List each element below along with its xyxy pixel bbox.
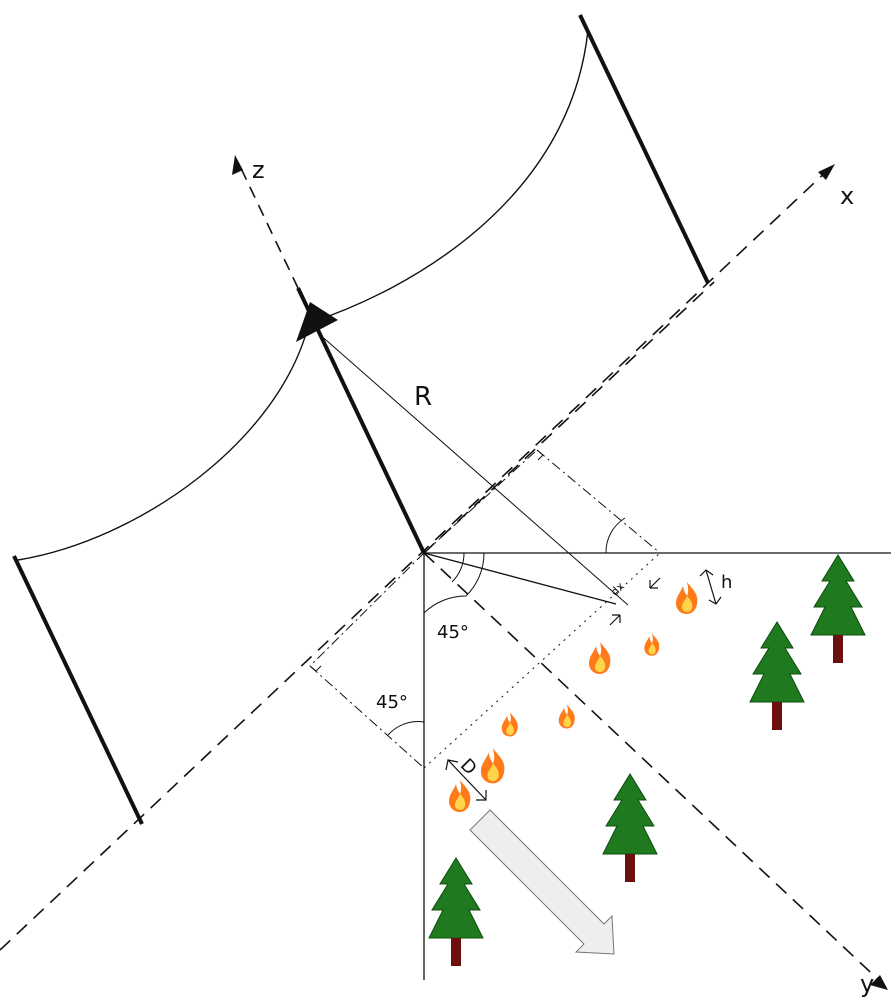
construction-line-4 — [423, 449, 538, 554]
x-axis-label: x — [840, 182, 854, 210]
flame-icon — [480, 748, 505, 784]
flame-icon — [501, 712, 518, 737]
radius-label: R — [414, 382, 432, 412]
panel-left — [12, 555, 144, 825]
tree-icon — [428, 857, 484, 967]
flame-icon — [449, 780, 471, 812]
spacing-arrows — [609, 577, 661, 626]
construction-line-5 — [309, 552, 425, 667]
construction-line-3 — [423, 552, 661, 769]
x-axis-arrowhead — [818, 164, 835, 180]
y-axis — [423, 552, 885, 986]
flame-icon — [644, 633, 660, 656]
tree-icon — [810, 554, 866, 664]
construction-line-1 — [536, 449, 661, 554]
right-angle-mark-1 — [536, 449, 544, 461]
angle-arc-lower — [387, 721, 425, 736]
radius-line — [317, 332, 629, 606]
construction-line-2 — [309, 665, 425, 769]
flame-height-label: h — [721, 572, 732, 593]
z-axis-label: z — [252, 156, 265, 184]
flame-depth-arrow — [445, 759, 487, 801]
flame-icon — [676, 582, 698, 614]
panel-center — [296, 287, 426, 554]
spacing-label: dx — [608, 579, 627, 598]
flame-icon — [558, 704, 575, 729]
flame-depth-label: D — [456, 755, 481, 780]
angle-arc-right — [605, 517, 626, 554]
z-axis-arrowhead — [232, 155, 243, 175]
y-axis-label: y — [860, 970, 874, 997]
panel-top-right — [578, 14, 710, 284]
angle-label-top: 45° — [437, 622, 469, 643]
angle-arc-origin-small — [451, 552, 465, 583]
flame-height-arrow — [699, 569, 722, 605]
tree-icon — [749, 621, 805, 731]
origin-to-point-line — [423, 552, 617, 605]
flame-icon — [589, 642, 611, 674]
curve-upper — [308, 29, 589, 324]
angle-label-bottom: 45° — [376, 692, 408, 713]
angle-arc-origin — [423, 552, 485, 614]
wind-arrow-icon — [469, 809, 615, 955]
y-axis-arrowhead — [870, 975, 888, 990]
curve-lower — [17, 322, 310, 561]
dashed-line-x — [0, 167, 831, 951]
sensor-triangle-icon — [296, 302, 338, 342]
right-angle-mark-2 — [309, 665, 322, 672]
z-axis — [237, 161, 299, 289]
dashed-line-upper — [423, 281, 715, 554]
tree-icon — [602, 773, 658, 883]
